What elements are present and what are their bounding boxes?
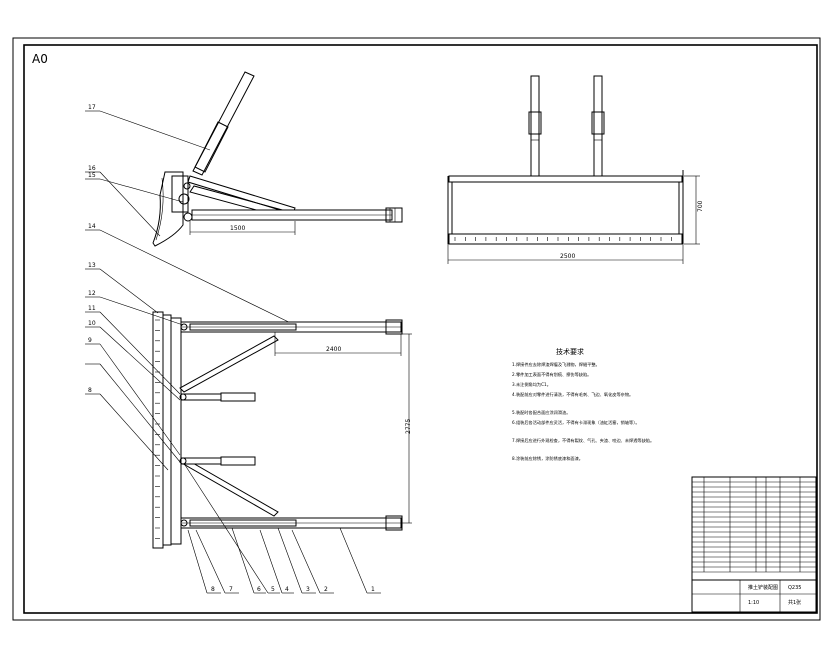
tech-req-line-2: 2.零件加工表面不得有划痕、擦伤等缺陷。 xyxy=(512,371,591,378)
tech-req-line-4: 4.装配前应对零件进行清洗，不得有毛刺、飞边、氧化皮等杂物。 xyxy=(512,391,633,398)
top-view-leaders-bottom: 8 7 6 5 4 3 2 1 xyxy=(184,464,381,594)
label-3: 3 xyxy=(306,586,310,593)
tech-req-line-8: 8.涂装前应除锈，涂防锈底漆和面漆。 xyxy=(512,455,583,462)
top-view: 2400 2775 xyxy=(152,311,412,549)
tech-req-title: 技术要求 xyxy=(556,347,584,356)
sheet-count: 共1张 xyxy=(788,599,801,606)
label-9: 9 xyxy=(88,337,92,344)
dim-top-length: 2400 xyxy=(326,346,341,353)
brace-upper xyxy=(179,335,279,393)
tilt-cylinder xyxy=(187,175,296,215)
label-1: 1 xyxy=(371,586,375,593)
front-bolt-row xyxy=(454,237,672,241)
sheet-size-label: A0 xyxy=(32,52,48,66)
title-block-frame xyxy=(691,476,817,613)
outer-border xyxy=(12,37,821,621)
dim-side-length: 1500 xyxy=(230,225,245,232)
lift-cylinder-barrel xyxy=(194,121,229,173)
label-15: 15 xyxy=(88,172,96,179)
dim-front-width: 2500 xyxy=(560,253,575,260)
lift-cylinder-rod xyxy=(192,71,255,176)
tech-req-line-1: 1.焊接件应去除焊渣焊瘤及飞溅物，焊缝平整。 xyxy=(512,361,600,368)
drawing-name: 推土铲装配图 xyxy=(748,584,778,591)
technical-requirements: 技术要求 1.焊接件应去除焊渣焊瘤及飞溅物，焊缝平整。 2.零件加工表面不得有划… xyxy=(512,347,654,462)
label-14: 14 xyxy=(88,223,96,230)
front-cylinder-right xyxy=(593,75,603,177)
side-view: 1500 xyxy=(152,71,403,247)
tech-req-line-7: 7.焊接后应进行外观检查，不得有裂纹、气孔、夹渣、咬边、未焊透等缺陷。 xyxy=(512,437,654,444)
label-11: 11 xyxy=(88,305,96,312)
brace-lower xyxy=(179,457,279,517)
top-blade-inner xyxy=(162,314,172,546)
pivot-pin xyxy=(178,193,190,205)
top-view-leaders-left: 13 12 11 10 9 8 xyxy=(85,262,184,471)
dim-front-height: 700 xyxy=(697,200,704,212)
parts-list-rows xyxy=(692,481,816,573)
material: Q235 xyxy=(788,585,801,591)
label-8-left: 8 xyxy=(88,387,92,394)
blade-frame xyxy=(171,175,189,213)
title-block: 推土铲装配图 Q235 1:10 共1张 xyxy=(691,476,817,613)
top-blade-outer xyxy=(152,311,164,549)
dim-top-width: 2775 xyxy=(405,419,412,434)
front-cylinder-left xyxy=(530,75,540,177)
inner-border xyxy=(23,44,818,614)
front-blade xyxy=(451,181,680,235)
label-6: 6 xyxy=(257,586,261,593)
mid-cylinder-upper xyxy=(220,392,256,402)
label-5: 5 xyxy=(271,586,275,593)
tech-req-line-3: 3.未注倒角均为C1。 xyxy=(512,381,551,388)
label-13: 13 xyxy=(88,262,96,269)
mid-cylinder-lower xyxy=(220,456,256,466)
tech-req-line-6: 6.组装后各活动部件应灵活，不得有卡滞现象（油缸活塞，销轴等）。 xyxy=(512,419,640,426)
arm-end xyxy=(385,207,403,223)
blade-profile xyxy=(152,171,184,247)
front-view: 2500 700 xyxy=(447,75,704,264)
label-8: 8 xyxy=(211,586,215,593)
tech-req-line-5: 5.装配时各配合面应涂润滑油。 xyxy=(512,409,570,416)
label-10: 10 xyxy=(88,320,96,327)
label-7: 7 xyxy=(229,586,233,593)
scale: 1:10 xyxy=(748,600,759,606)
label-12: 12 xyxy=(88,290,96,297)
front-cutting-edge xyxy=(448,233,683,245)
front-blade-top xyxy=(448,175,683,183)
top-bolt-row xyxy=(155,319,160,539)
label-17: 17 xyxy=(88,104,96,111)
side-view-leaders: 17 16 15 14 xyxy=(85,104,306,331)
label-4: 4 xyxy=(285,586,289,593)
label-2: 2 xyxy=(324,586,328,593)
label-16: 16 xyxy=(88,165,96,172)
